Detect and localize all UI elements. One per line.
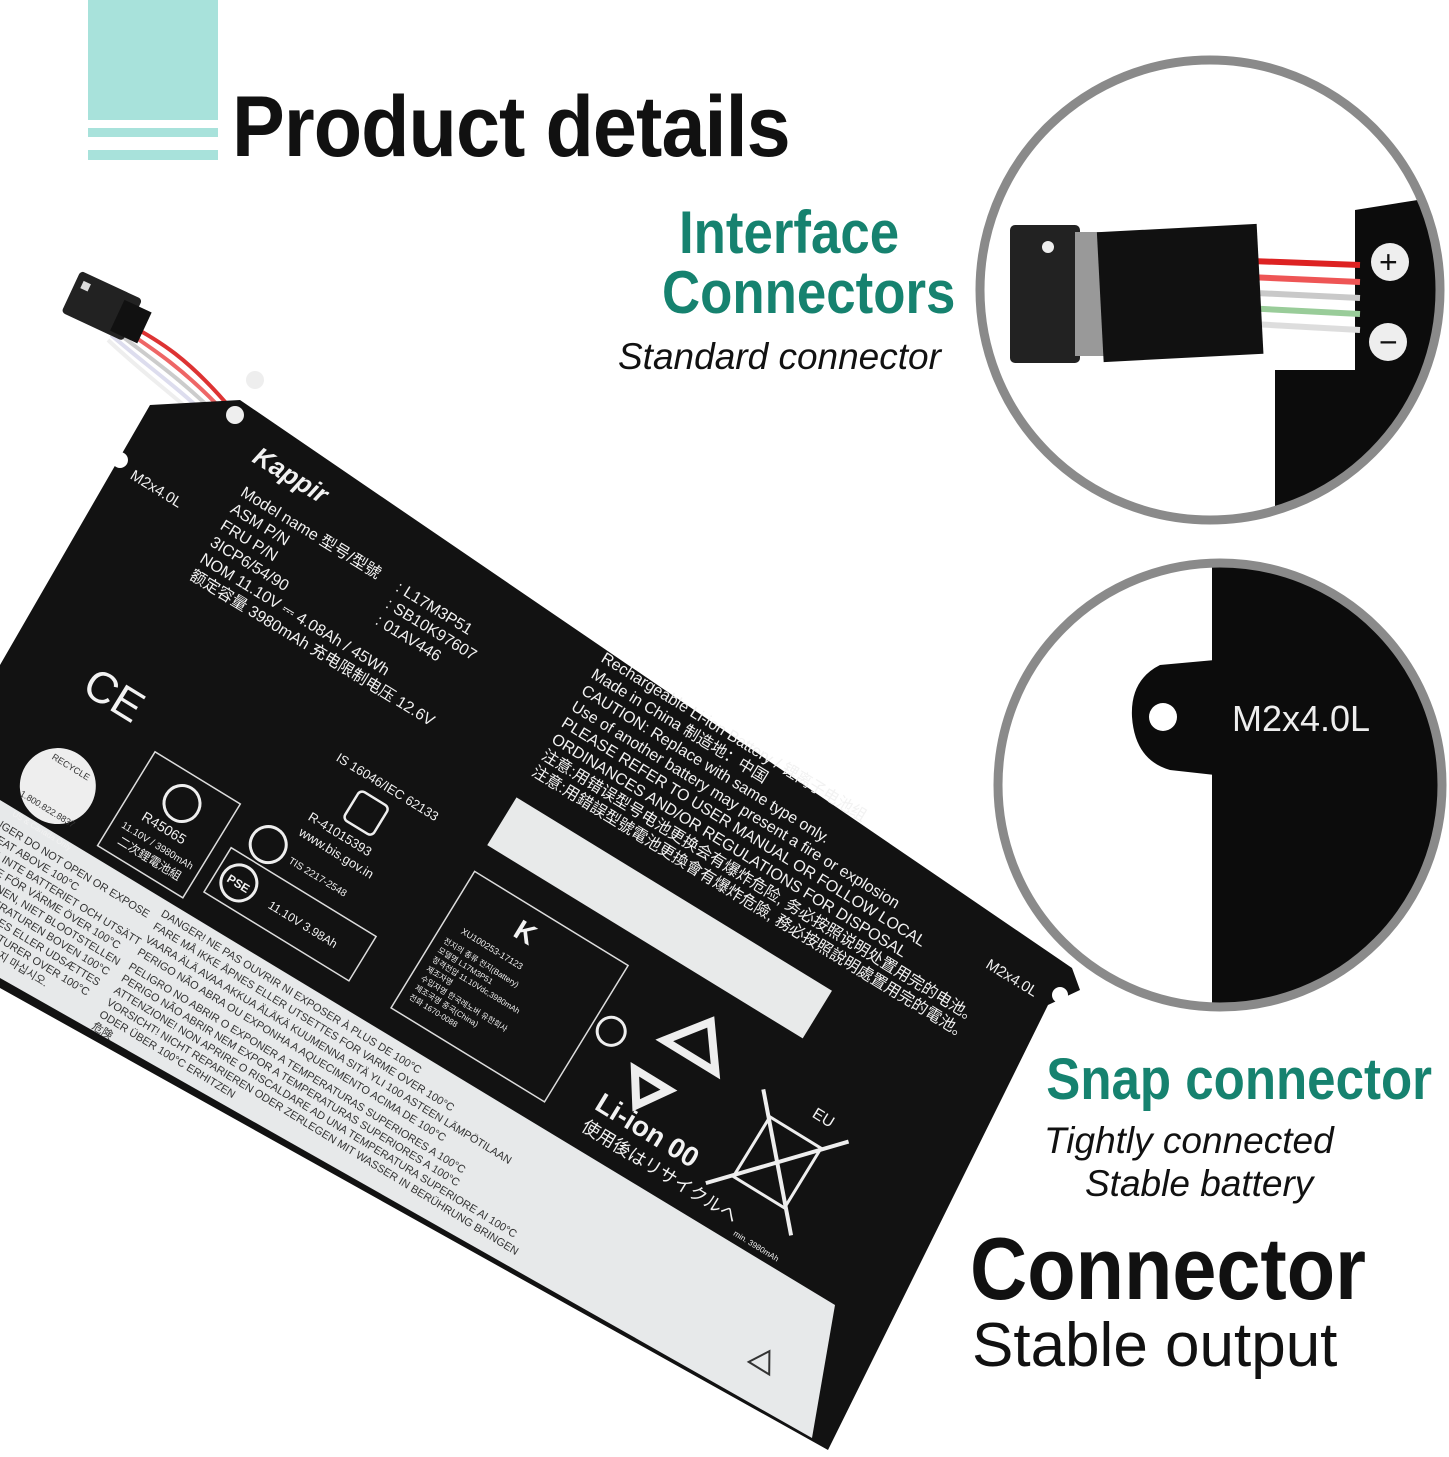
interface-subtitle: Standard connector xyxy=(618,336,941,377)
header-accent xyxy=(88,0,218,160)
battery-plug xyxy=(62,271,152,344)
page-title: Product details xyxy=(232,79,791,175)
snap-zoom-circle: M2x4.0L xyxy=(993,558,1447,1012)
interface-zoom-circle: + − xyxy=(975,55,1445,525)
plus-terminal-icon: + xyxy=(1379,244,1398,280)
snap-line1: Tightly connected xyxy=(1044,1120,1334,1161)
recycle-badge: RECYCLE 1.800.822.8837 US & Canada Only xyxy=(11,748,96,852)
battery-cable xyxy=(62,271,234,428)
connector-subtitle: Stable output xyxy=(972,1311,1338,1380)
snap-line2: Stable battery xyxy=(1085,1163,1314,1204)
minus-terminal-icon: − xyxy=(1379,324,1398,360)
connector-title: Connector xyxy=(970,1219,1366,1318)
battery-lower-label xyxy=(0,800,835,1438)
interface-title-line1: Interface xyxy=(679,199,900,266)
screw-label: M2x4.0L xyxy=(1232,698,1370,739)
barcode-strip xyxy=(487,797,832,1039)
interface-title-line2: Connectors xyxy=(662,259,956,326)
battery-body xyxy=(0,400,1080,1450)
warning-triangle-icon xyxy=(746,1349,771,1377)
snap-title: Snap connector xyxy=(1046,1047,1432,1112)
recycle-symbol xyxy=(595,1015,721,1112)
